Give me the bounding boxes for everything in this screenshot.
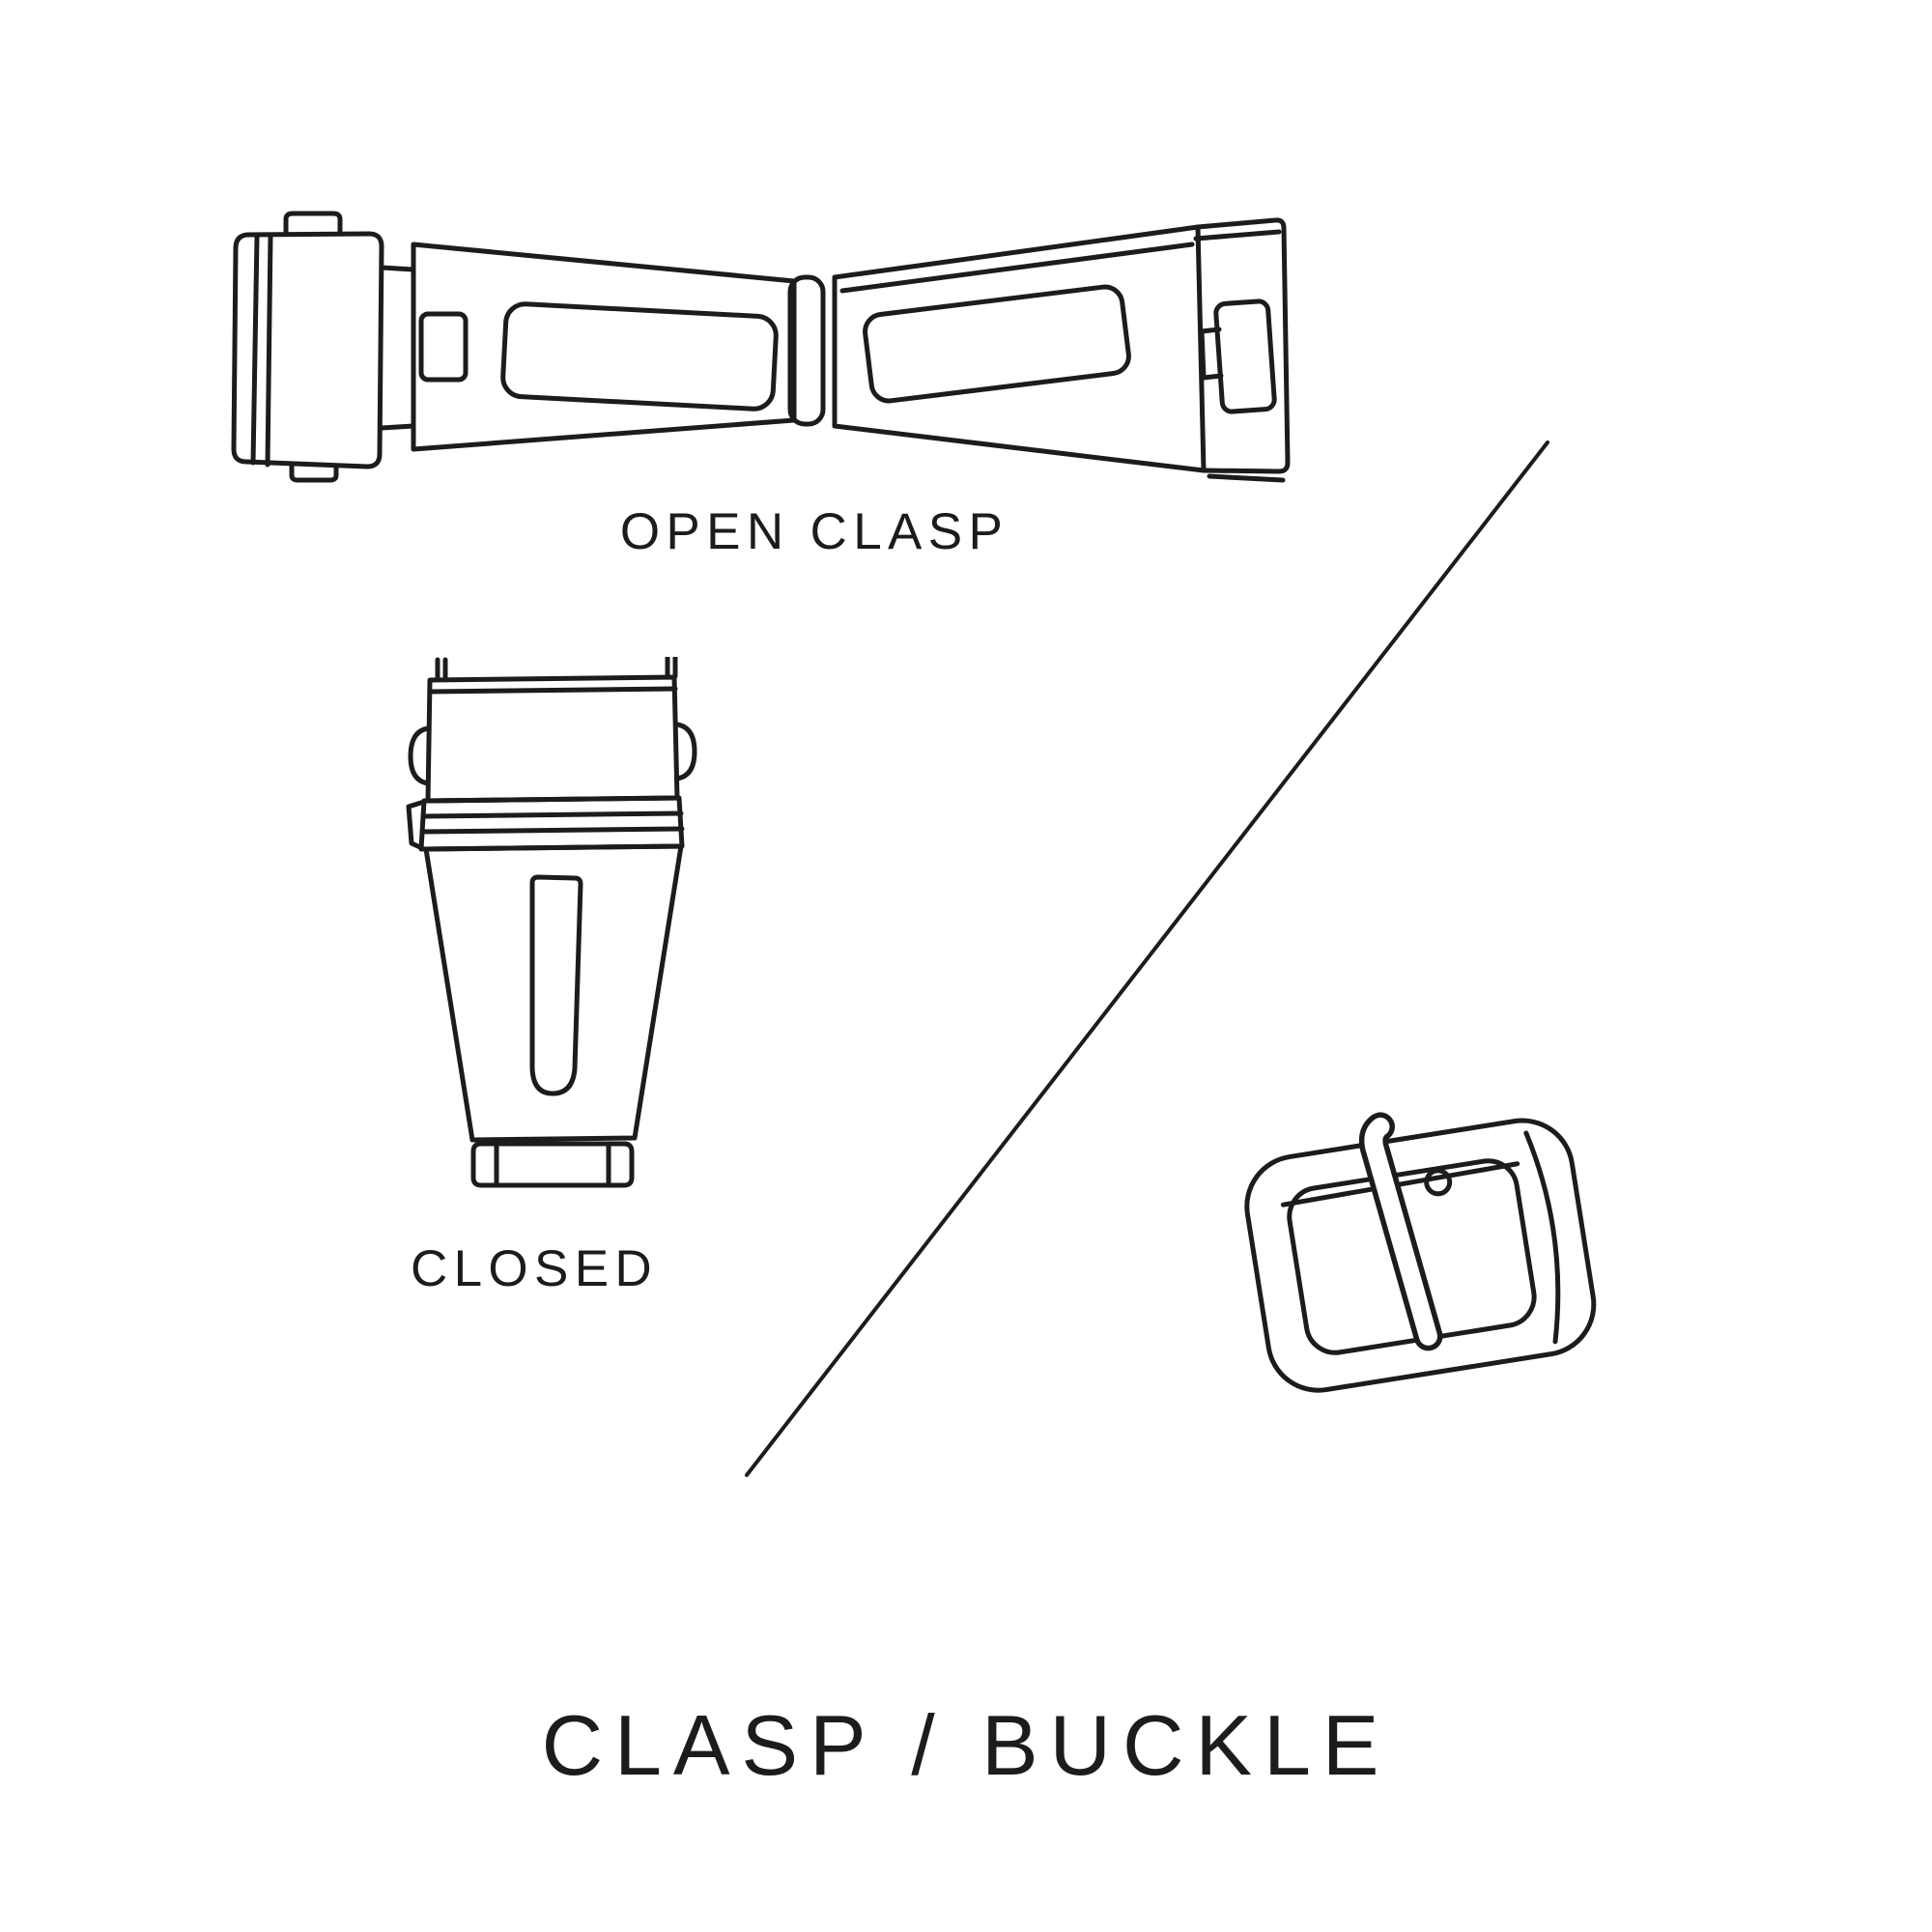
closed-clasp-label: CLOSED <box>410 1240 659 1297</box>
pin-buckle-illustration-icon <box>1244 1112 1597 1393</box>
open-clasp-illustration-icon <box>231 211 1291 483</box>
diagonal-divider-line <box>745 440 1549 1477</box>
page-title: CLASP / BUCKLE <box>541 1697 1391 1793</box>
open-clasp-label: OPEN CLASP <box>619 503 1009 560</box>
closed-clasp-illustration-icon <box>406 657 697 1188</box>
